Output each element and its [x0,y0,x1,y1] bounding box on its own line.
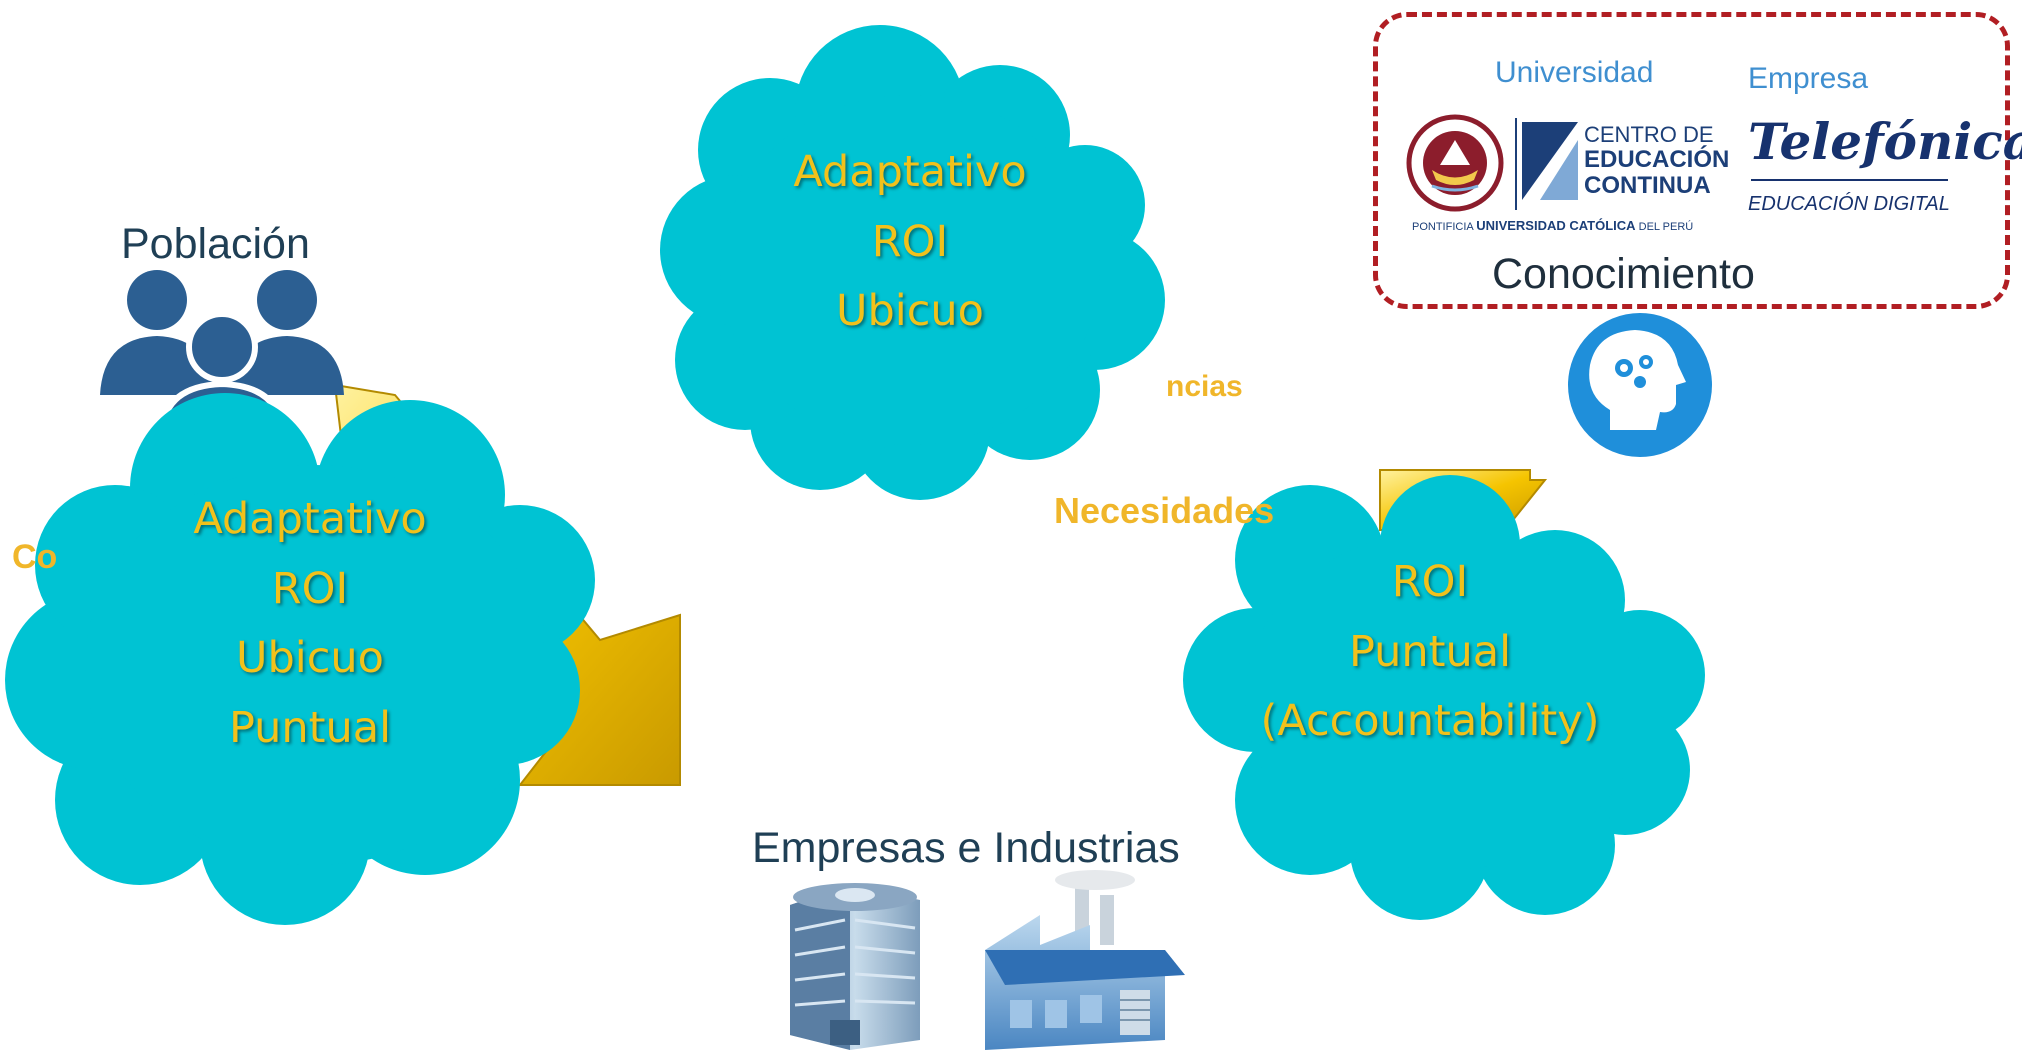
pucp-main: UNIVERSIDAD CATÓLICA [1476,218,1636,233]
cloud-top-line-1: Adaptativo [793,147,1027,197]
empresa-label: Empresa [1748,62,1869,95]
poblacion-label: Población [121,220,310,268]
cloud-left-shape [5,393,595,925]
cec-line-1: CENTRO DE [1584,122,1714,147]
pucp-prefix: PONTIFICIA [1412,221,1474,233]
pucp-name: PONTIFICIA UNIVERSIDAD CATÓLICA DEL PERÚ [1412,218,1693,233]
cloud-left: Adaptativo ROI Ubicuo Puntual [180,485,440,764]
empresas-label: Empresas e Industrias [752,824,1180,872]
cloud-left-line-4: Puntual [228,702,392,753]
universidad-label: Universidad [1495,56,1654,89]
telefonica-sub: EDUCACIÓN DIGITAL [1748,193,1950,215]
cloud-top-line-3: Ubicuo [836,286,984,337]
cloud-left-line-2: ROI [271,563,349,614]
knowledge-box [1373,12,2010,309]
pucp-shield-logo [1406,114,1504,212]
cloud-right-line-3: (Accountability) [1260,696,1600,747]
office-building-icon [790,883,920,1050]
cec-emblem-logo [1522,122,1578,200]
necesidades-label: Necesidades [1054,490,1275,531]
cloud-right-shape [1183,475,1705,920]
cloud-top-line-2: ROI [871,216,949,267]
head-gears-icon [1568,313,1712,457]
conocimiento-label: Conocimiento [1492,250,1755,298]
cloud-right: ROI Puntual (Accountability) [1240,548,1620,757]
cloud-right-line-1: ROI [1391,557,1469,607]
competencias-fragment-label: ncias [1166,370,1243,403]
cloud-left-line-1: Adaptativo [193,494,427,544]
factory-icon [985,870,1185,1050]
left-fragment-label: Co [12,538,58,576]
telefonica-logo: Telefónica [1748,112,2022,171]
cloud-left-line-3: Ubicuo [236,633,384,684]
cloud-top: Adaptativo ROI Ubicuo [780,138,1040,347]
cloud-top-shape [660,25,1165,500]
cec-line-2: EDUCACIÓN [1584,146,1730,173]
cec-line-3: CONTINUA [1584,172,1711,199]
cloud-right-line-2: Puntual [1348,626,1512,677]
pucp-suffix: DEL PERÚ [1638,221,1694,233]
